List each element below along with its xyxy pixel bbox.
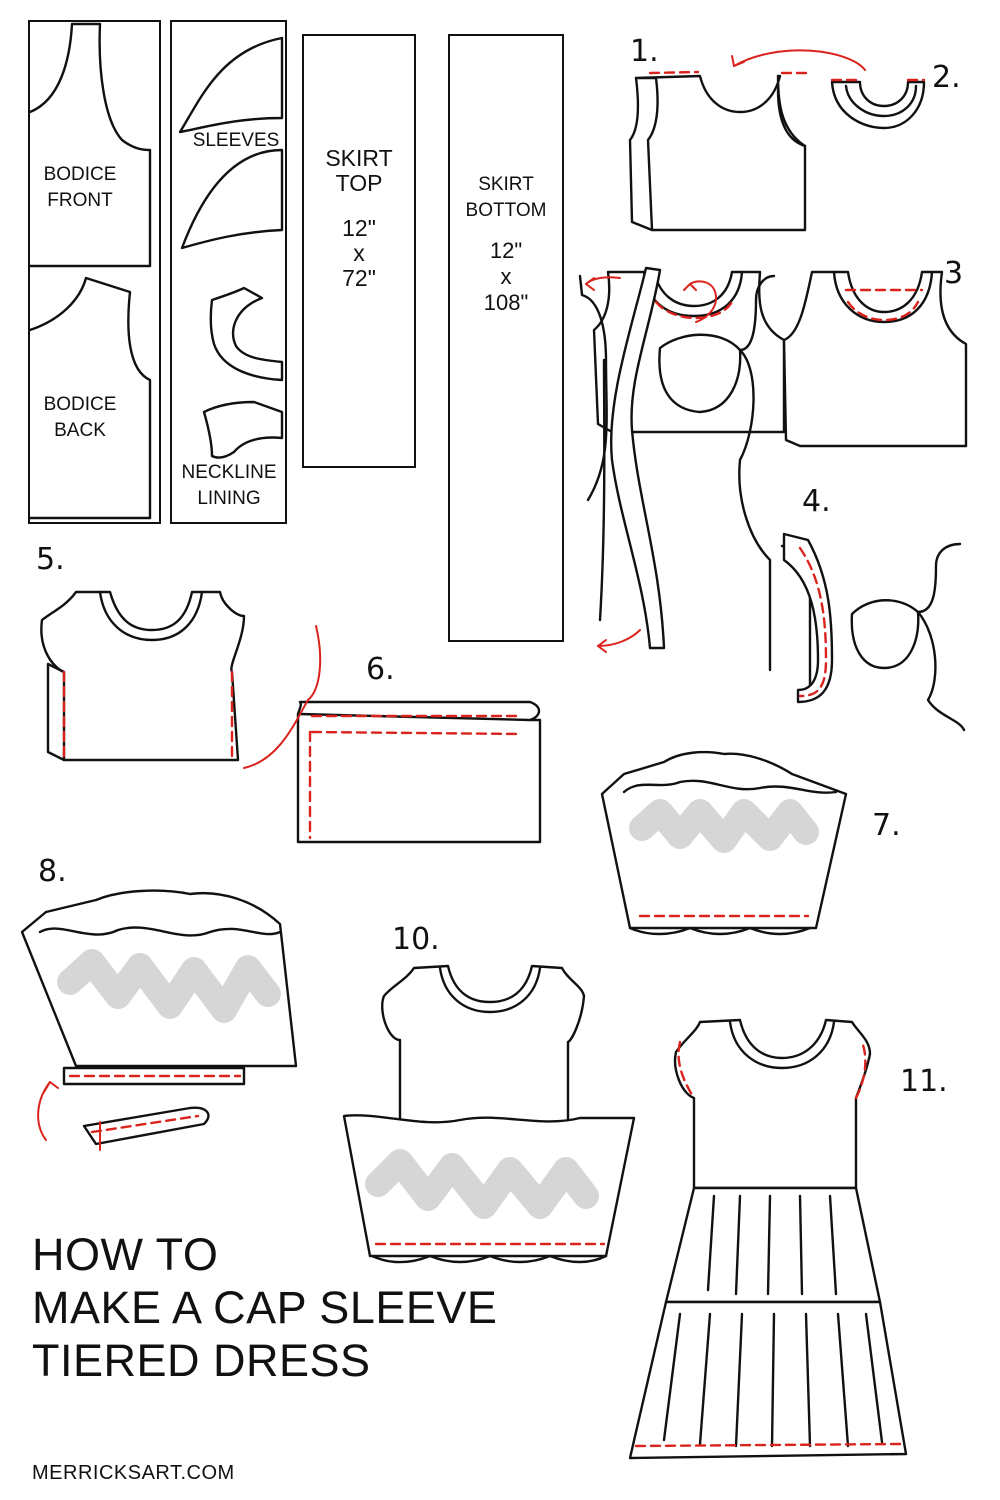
label-bodice-back: BODICE BACK bbox=[43, 394, 117, 441]
step7-shading bbox=[629, 799, 819, 853]
page-title: HOW TO MAKE A CAP SLEEVE TIERED DRESS bbox=[32, 1229, 498, 1386]
step-number-1: 1. bbox=[630, 34, 659, 69]
step-number-6: 6. bbox=[366, 652, 395, 687]
neckline-lining-back bbox=[202, 400, 284, 459]
neckline-lining-front bbox=[209, 286, 284, 382]
step6-skirt-fold bbox=[296, 700, 542, 844]
label-skirt-top: SKIRT TOP 12" x 72" bbox=[325, 145, 393, 291]
label-skirt-bottom: SKIRT BOTTOM 12" x 108" bbox=[465, 174, 547, 315]
step-number-11: 11. bbox=[900, 1064, 948, 1099]
step-number-10: 10. bbox=[392, 922, 440, 957]
site-url: MERRICKSART.COM bbox=[32, 1462, 235, 1484]
step11-skirt-bottom bbox=[628, 1300, 908, 1460]
step4-sleeve-piece bbox=[610, 266, 666, 650]
step10-shading bbox=[365, 1149, 599, 1219]
pattern-panel-bodice bbox=[28, 20, 161, 524]
sleeve-piece-2 bbox=[180, 148, 284, 250]
step-number-8: 8. bbox=[38, 854, 67, 889]
step11-skirt-top bbox=[664, 1186, 882, 1304]
step-number-3: 3 bbox=[944, 256, 964, 291]
step8-shading bbox=[57, 949, 281, 1023]
bodice-front-piece bbox=[28, 22, 152, 268]
pattern-panel-skirt-top bbox=[302, 34, 416, 468]
step3-bodice bbox=[782, 270, 968, 448]
pattern-panel-sleeves-lining bbox=[170, 20, 287, 524]
step8-elastic bbox=[82, 1106, 210, 1146]
label-bodice-front: BODICE FRONT bbox=[43, 164, 117, 211]
label-sleeves: SLEEVES bbox=[192, 130, 280, 151]
pattern-panel-skirt-bottom bbox=[448, 34, 564, 642]
step-number-7: 7. bbox=[872, 808, 901, 843]
step10-bodice bbox=[381, 964, 586, 1142]
bodice-back-piece bbox=[28, 276, 152, 520]
label-neckline-lining: NECKLINE LINING bbox=[181, 462, 277, 509]
step1-bodice bbox=[634, 74, 807, 232]
step5-bodice bbox=[40, 590, 246, 762]
step-number-4: 4. bbox=[802, 484, 831, 519]
step-number-5: 5. bbox=[36, 542, 65, 577]
step4-sleeve-attached bbox=[782, 532, 834, 704]
step2-neckline-lining bbox=[830, 80, 926, 130]
sleeve-piece-1 bbox=[178, 36, 284, 134]
step11-dress-bodice bbox=[673, 1018, 872, 1190]
step-number-2: 2. bbox=[932, 60, 961, 95]
